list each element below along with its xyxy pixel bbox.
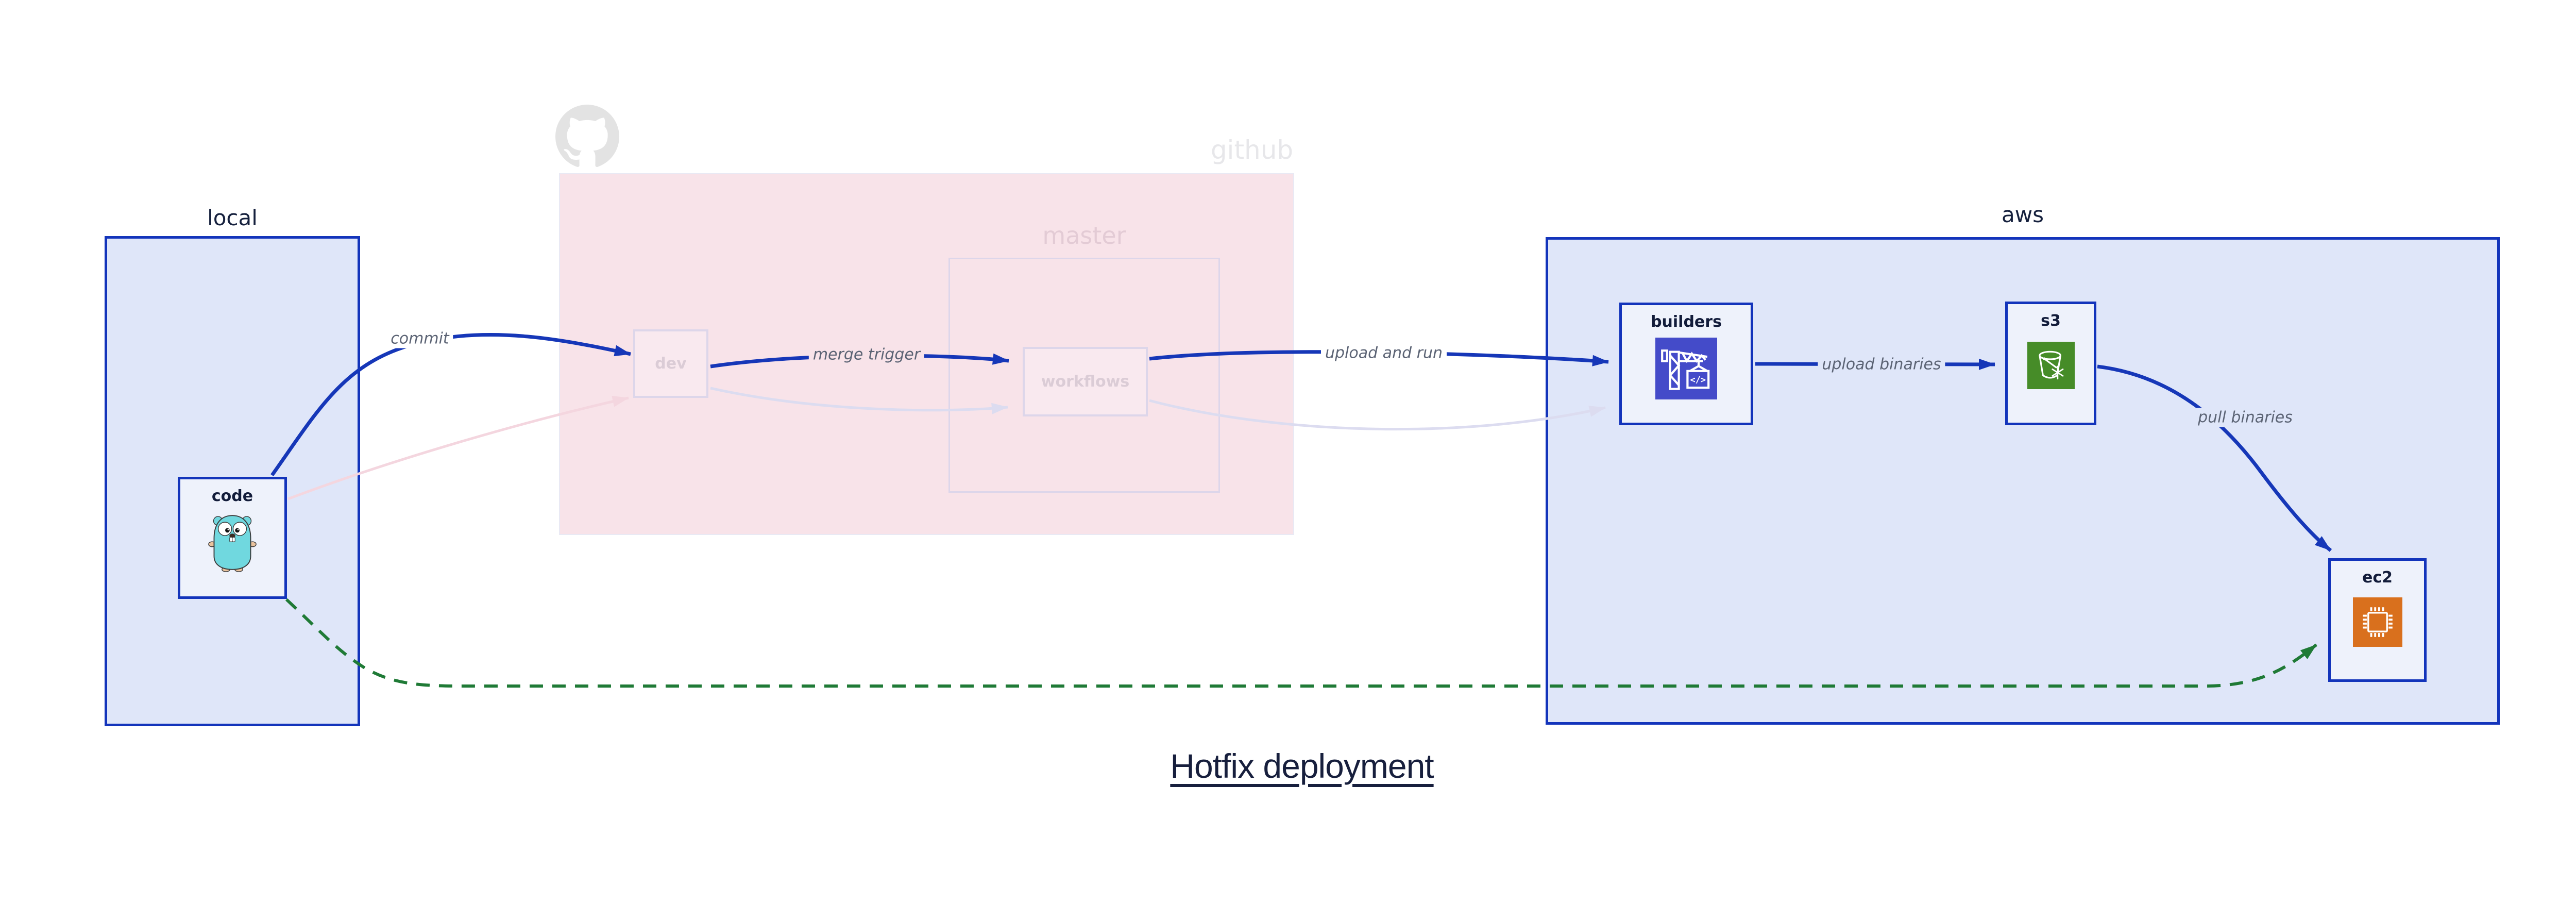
node-ec2: ec2 (2328, 558, 2427, 682)
edge-code-to-dev (287, 395, 629, 500)
edge-workflows-to-builders (1149, 399, 1606, 431)
edge-label-pull-binaries: pull binaries (2194, 408, 2297, 427)
github-group-label: github (1210, 135, 1294, 165)
edge-label-upload-and-run: upload and run (1320, 343, 1447, 363)
node-dev-label: dev (655, 355, 687, 373)
node-code-label: code (211, 487, 253, 505)
edge-label-upload-binaries: upload binaries (1818, 355, 1945, 374)
node-dev: dev (633, 329, 708, 398)
node-builders-label: builders (1651, 313, 1722, 331)
node-workflows-label: workflows (1041, 373, 1130, 391)
local-group-label: local (207, 205, 258, 230)
edge-label-merge-trigger: merge trigger (808, 345, 925, 364)
svg-text:</>: </> (1690, 375, 1706, 385)
diagram-title: Hotfix deployment (1170, 747, 1434, 785)
edge-code-to-ec2-dashed (285, 598, 2317, 688)
edge-dev-to-workflows (710, 387, 1008, 414)
ec2-chip-icon (2352, 597, 2402, 647)
node-ec2-label: ec2 (2362, 569, 2393, 587)
edge-label-commit: commit (386, 329, 453, 348)
edge-pull-binaries (2097, 364, 2332, 552)
codebuild-crane-icon: </> (1655, 338, 1717, 399)
s3-bucket-icon (2027, 342, 2075, 389)
node-s3: s3 (2005, 302, 2096, 425)
node-code: code (178, 477, 287, 599)
edge-commit (270, 332, 631, 477)
node-builders: builders </> (1619, 303, 1753, 425)
github-octocat-icon (555, 105, 619, 167)
node-s3-label: s3 (2041, 312, 2061, 330)
node-workflows: workflows (1023, 347, 1148, 416)
master-branch-label: master (1042, 222, 1126, 249)
aws-group-label: aws (2002, 202, 2044, 227)
go-gopher-icon (208, 515, 257, 572)
master-branch-box (948, 258, 1220, 493)
